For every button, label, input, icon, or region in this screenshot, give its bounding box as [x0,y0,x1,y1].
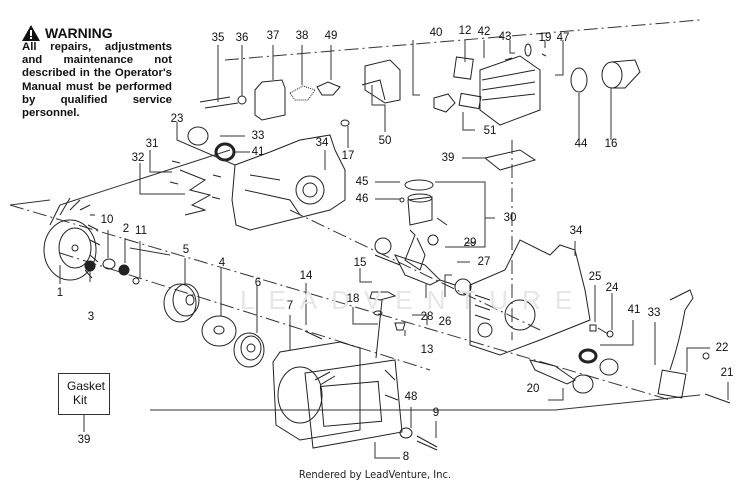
gasket-12-part [454,57,474,79]
callout-41-upper[interactable]: 41 [251,146,265,158]
assembly-axis-lines [10,20,700,400]
callout-34-lower[interactable]: 34 [569,225,583,237]
callout-4[interactable]: 4 [218,257,226,269]
callout-16[interactable]: 16 [604,138,618,150]
callout-27[interactable]: 27 [477,256,491,268]
starter-housing-part [273,342,402,448]
callout-3[interactable]: 3 [87,311,95,323]
warning-notice: WARNING All repairs, adjustments and mai… [22,25,172,120]
cylinder-part [480,44,546,125]
callout-42[interactable]: 42 [477,26,491,38]
callout-41-lower[interactable]: 41 [627,304,641,316]
callout-8[interactable]: 8 [402,451,410,463]
callout-34-upper[interactable]: 34 [315,137,329,149]
callout-44[interactable]: 44 [574,138,588,150]
callout-6[interactable]: 6 [254,277,262,289]
starter-handle-part [370,292,395,358]
warning-title: WARNING [22,25,172,41]
bolt-24-25-parts [590,325,613,337]
muffler-assembly-parts [200,80,340,120]
callout-51[interactable]: 51 [483,125,497,137]
gasket-kit-part-number[interactable]: 39 [77,434,91,446]
callout-37[interactable]: 37 [266,30,280,42]
crankcase-right-part [470,240,590,355]
outline-lines [10,150,700,410]
callout-49[interactable]: 49 [324,30,338,42]
gasket-kit-line1: Gasket [67,379,106,393]
callout-11[interactable]: 11 [135,225,147,237]
callout-50[interactable]: 50 [378,135,392,147]
gasket-kit-box: Gasket Kit [58,373,110,415]
callout-28[interactable]: 28 [420,311,434,323]
callout-23[interactable]: 23 [170,113,184,125]
callout-48[interactable]: 48 [404,391,418,403]
warning-title-text: WARNING [45,25,113,41]
callout-9[interactable]: 9 [432,407,440,419]
callout-7[interactable]: 7 [286,300,294,312]
callout-33-lower[interactable]: 33 [647,307,661,319]
bracket-screws-part [170,161,221,215]
callout-12[interactable]: 12 [458,25,472,37]
callout-21[interactable]: 21 [720,367,734,379]
seal-parts-lower [580,350,618,375]
callout-22[interactable]: 22 [715,342,729,354]
washer-part [202,316,236,346]
flywheel-part [44,198,100,280]
bolt-part [305,331,322,339]
grommet-part [395,323,405,330]
piston-assembly-parts [400,180,447,245]
ignition-coil-part [658,290,730,403]
callout-30[interactable]: 30 [503,212,517,224]
heat-shield-part [362,60,400,103]
screw-washer-parts [400,428,437,450]
callout-1[interactable]: 1 [56,287,64,299]
nut-washer-parts [85,259,139,284]
callout-26[interactable]: 26 [438,316,452,328]
callout-18[interactable]: 18 [346,293,360,305]
callout-2[interactable]: 2 [122,223,130,235]
callout-20[interactable]: 20 [526,383,540,395]
seal-parts-upper [188,127,234,160]
crankcase-left-part [232,135,345,230]
callout-19[interactable]: 19 [538,32,552,44]
callout-39[interactable]: 39 [441,152,455,164]
callout-36[interactable]: 36 [235,32,249,44]
callout-17[interactable]: 17 [341,150,355,162]
base-gasket-part [485,150,535,170]
callout-5[interactable]: 5 [182,244,190,256]
callout-29[interactable]: 29 [463,237,477,249]
callout-35[interactable]: 35 [211,32,225,44]
warning-body: All repairs, adjustments and maintenance… [22,41,172,120]
callout-47[interactable]: 47 [556,32,570,44]
intake-boot-parts [571,60,640,92]
callout-31[interactable]: 31 [145,138,159,150]
callout-40[interactable]: 40 [429,27,443,39]
callout-38[interactable]: 38 [295,30,309,42]
callout-24[interactable]: 24 [605,282,619,294]
callout-13[interactable]: 13 [420,344,434,356]
callout-25[interactable]: 25 [588,271,602,283]
watermark: LEADVENTURE [240,285,587,315]
bearing-parts [375,238,471,295]
footer-credit: Rendered by LeadVenture, Inc. [298,468,452,481]
callout-14[interactable]: 14 [299,270,313,282]
callout-46[interactable]: 46 [355,193,369,205]
leader-lines [60,40,728,458]
warning-triangle-icon [22,25,40,41]
bolt-17-part [341,120,349,126]
crankshaft-part [375,230,455,285]
cap-part [530,360,593,393]
callout-32[interactable]: 32 [131,152,145,164]
callout-33-upper[interactable]: 33 [251,130,265,142]
pulley-part [164,284,199,322]
callout-43[interactable]: 43 [498,31,512,43]
callout-10[interactable]: 10 [100,214,114,226]
callout-15[interactable]: 15 [353,257,367,269]
callout-45[interactable]: 45 [355,176,369,188]
rewind-spring-part [234,333,264,367]
intake-manifold-parts [434,93,481,112]
gasket-kit-line2: Kit [73,393,88,407]
